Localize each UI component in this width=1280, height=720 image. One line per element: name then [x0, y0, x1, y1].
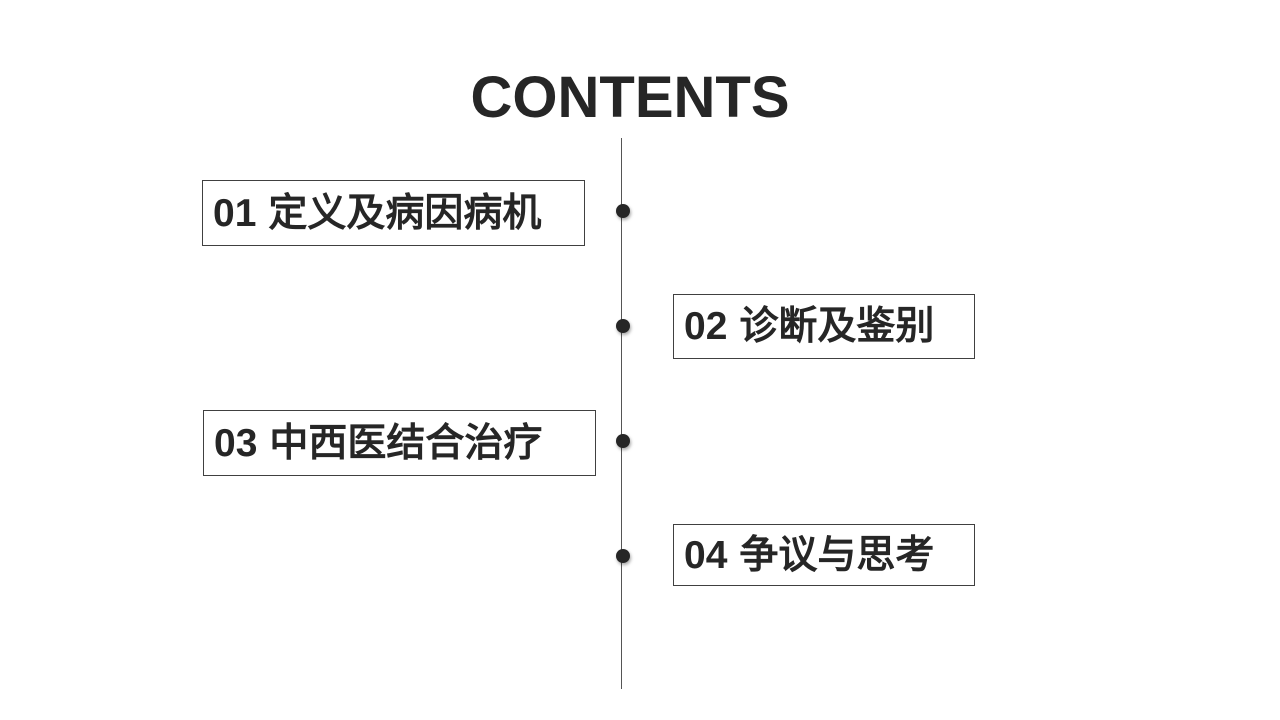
- item-number: 02: [684, 305, 728, 348]
- item-number: 04: [684, 533, 728, 577]
- contents-item-03[interactable]: 03 中西医结合治疗: [203, 410, 596, 476]
- item-label: 诊断及鉴别: [739, 305, 935, 348]
- item-number: 01: [213, 191, 257, 235]
- contents-item-02[interactable]: 02 诊断及鉴别: [673, 294, 975, 359]
- timeline-dot-3: [616, 434, 630, 448]
- item-label: 定义及病因病机: [268, 191, 542, 235]
- item-label: 中西医结合治疗: [269, 421, 543, 465]
- contents-item-01[interactable]: 01 定义及病因病机: [202, 180, 585, 246]
- contents-item-04[interactable]: 04 争议与思考: [673, 524, 975, 586]
- item-number: 03: [214, 421, 258, 465]
- page-title: CONTENTS: [470, 65, 790, 130]
- item-label: 争议与思考: [739, 533, 935, 577]
- timeline-dot-4: [616, 549, 630, 563]
- timeline-line: [621, 138, 622, 689]
- timeline-dot-1: [616, 204, 630, 218]
- timeline-dot-2: [616, 319, 630, 333]
